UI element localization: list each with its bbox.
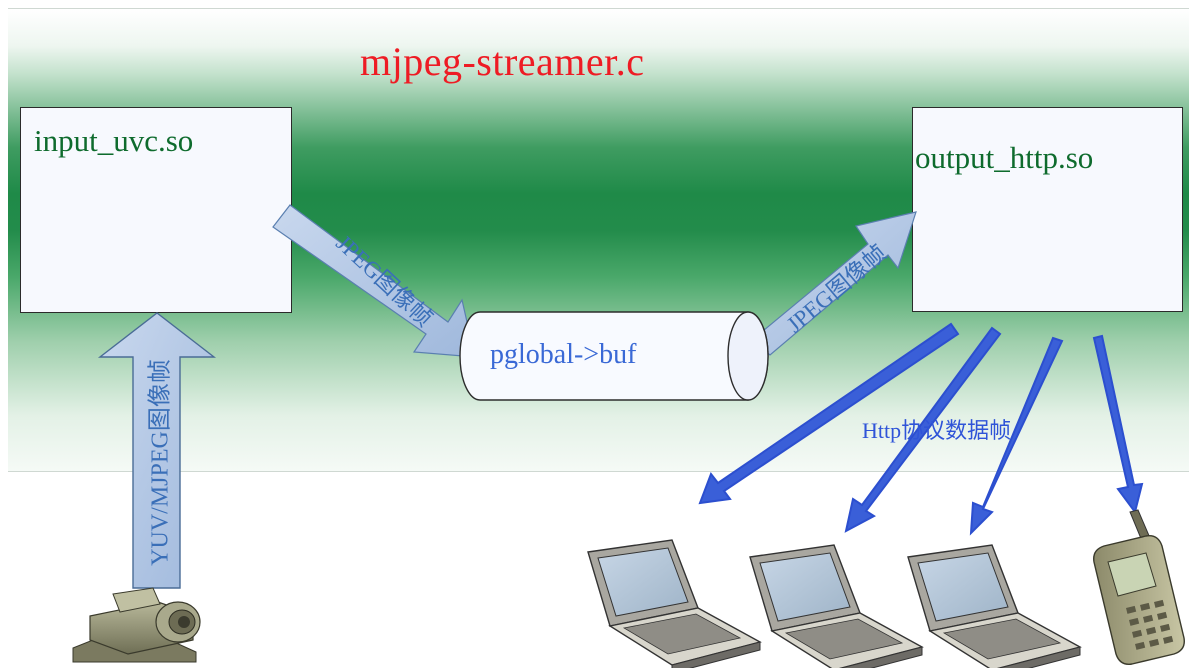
client-arrows (698, 322, 1144, 536)
output-module-label: output_http.so (915, 140, 1094, 175)
buffer-to-output-arrow (751, 211, 917, 356)
output-module-box: output_http.so (912, 107, 1183, 312)
laptop-icon (587, 539, 762, 668)
camera-icon (72, 587, 201, 663)
input-to-buffer-arrow (272, 204, 476, 358)
laptop-icon (907, 544, 1082, 668)
arrow-to-laptop-1 (698, 322, 960, 505)
mobile-phone-icon (1093, 509, 1185, 665)
diagram-title: mjpeg-streamer.c (360, 39, 645, 84)
arrow-to-laptop-3 (969, 336, 1064, 536)
buffer-label: pglobal->buf (490, 339, 637, 370)
input-module-label: input_uvc.so (34, 123, 194, 158)
arrow-to-phone (1092, 334, 1144, 515)
laptop-icon (749, 544, 924, 668)
input-module-box: input_uvc.so (20, 107, 292, 313)
arrow-to-laptop-2 (844, 326, 1002, 533)
camera-to-input-label: YUV/MJPEG图像帧 (147, 359, 174, 566)
output-to-clients-label: Http协议数据帧 (862, 418, 1012, 443)
buffer-cylinder (459, 311, 769, 401)
camera-to-input-arrow (97, 312, 217, 589)
